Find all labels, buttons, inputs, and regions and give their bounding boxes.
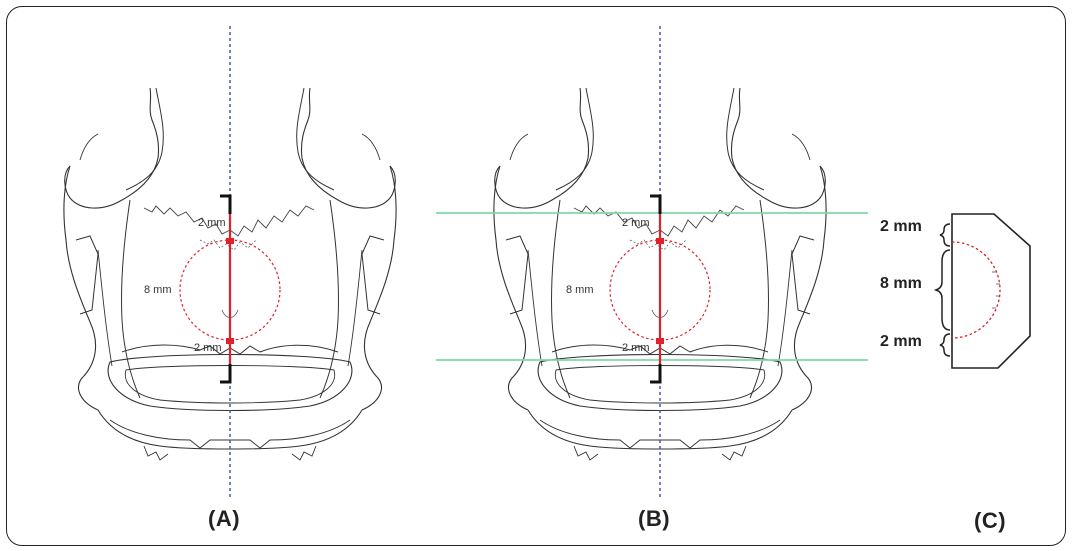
label-bottom-gap-c: 2 mm: [880, 333, 922, 351]
label-top-gap-b: 2 mm: [622, 217, 650, 229]
label-top-gap-c: 2 mm: [880, 218, 922, 236]
panel-b: [436, 26, 868, 498]
panel-label-a: (A): [208, 506, 240, 532]
brace-bottom-c: [940, 334, 950, 356]
label-circle-b: 8 mm: [566, 284, 594, 296]
bracket-top-b: [650, 196, 660, 214]
panel-label-c: (C): [974, 508, 1006, 534]
label-bottom-gap-b: 2 mm: [622, 342, 650, 354]
panel-c: [936, 214, 1030, 368]
label-circle-a: 8 mm: [144, 284, 172, 296]
bracket-bottom-b: [650, 364, 660, 382]
half-circle-c: [952, 242, 1000, 338]
label-top-gap-a: 2 mm: [198, 217, 226, 229]
panel-a: [64, 26, 396, 498]
label-bottom-gap-a: 2 mm: [194, 342, 222, 354]
bracket-top-a: [220, 196, 230, 214]
bracket-bottom-a: [220, 364, 230, 382]
panel-label-b: (B): [638, 506, 670, 532]
bone-flap-outline: [952, 214, 1030, 368]
label-circle-c: 8 mm: [880, 275, 922, 293]
brace-top-c: [940, 224, 950, 246]
brace-mid-c: [936, 250, 950, 330]
